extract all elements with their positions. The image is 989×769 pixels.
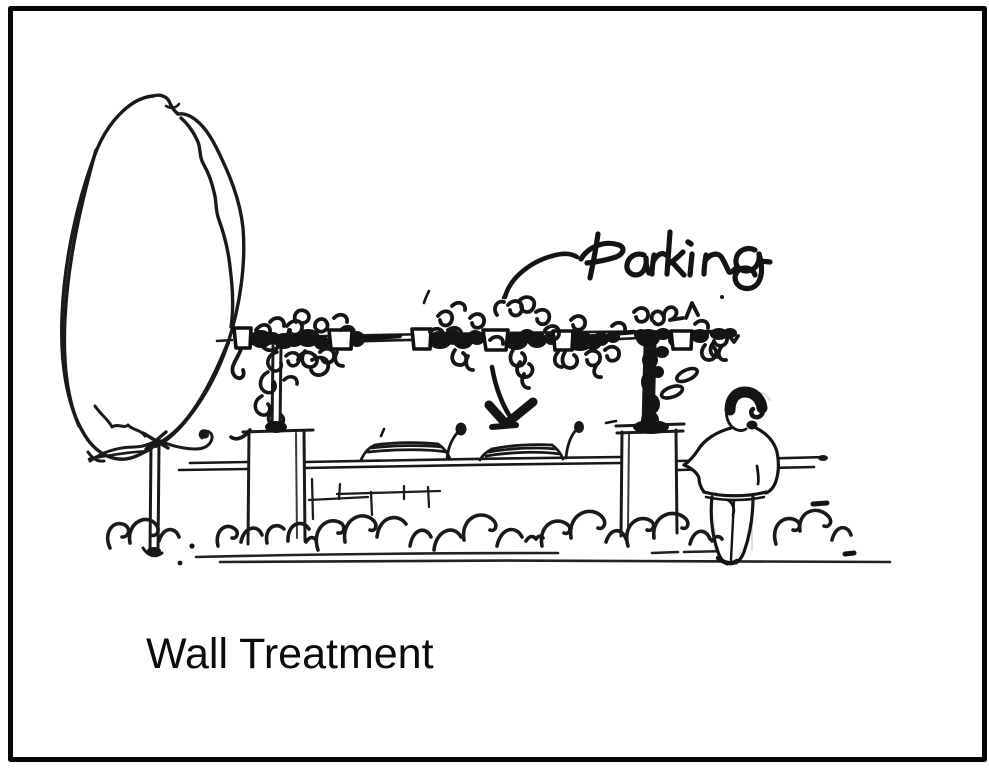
- svg-text:Wall Treatment: Wall Treatment: [146, 630, 434, 678]
